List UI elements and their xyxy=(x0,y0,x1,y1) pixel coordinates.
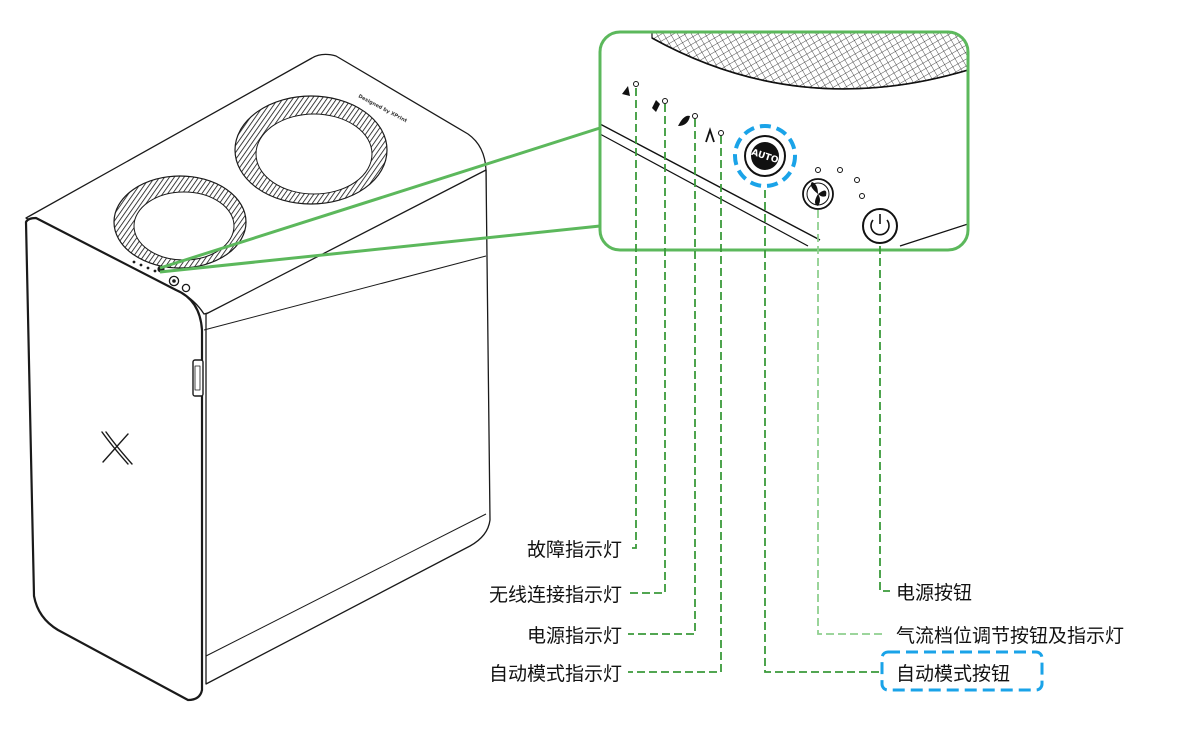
label-auto-indicator: 自动模式指示灯 xyxy=(489,663,622,685)
leader-lines xyxy=(626,88,890,673)
callout-wedge xyxy=(159,126,601,274)
device-right-face xyxy=(205,169,491,685)
warning-icon xyxy=(622,81,639,96)
auto-a-icon xyxy=(705,127,724,143)
label-airflow-button: 气流档位调节按钮及指示灯 xyxy=(896,625,1124,647)
auto-button-label-highlight xyxy=(880,650,1044,692)
fan-level-indicator-dots xyxy=(815,167,865,199)
auto-button: AUTO xyxy=(744,135,786,177)
x-logo-icon xyxy=(101,431,133,465)
wifi-icon xyxy=(652,98,668,112)
power-icon xyxy=(862,208,898,244)
callout-zoom-box: AUTO xyxy=(598,30,970,252)
labels: 故障指示灯 无线连接指示灯 电源指示灯 自动模式指示灯 电源按钮 气流档位调节按… xyxy=(489,539,1124,692)
label-auto-button: 自动模式按钮 xyxy=(896,663,1010,685)
leaf-icon xyxy=(678,113,698,126)
label-wifi-indicator: 无线连接指示灯 xyxy=(489,584,622,606)
side-handle xyxy=(192,359,204,397)
label-power-button: 电源按钮 xyxy=(896,582,972,604)
label-fault-indicator: 故障指示灯 xyxy=(527,539,622,561)
top-indicator-dots xyxy=(132,260,157,273)
fan-icon xyxy=(802,178,834,210)
air-purifier-device: Designed by XPrint xyxy=(24,53,491,702)
label-power-indicator: 电源指示灯 xyxy=(527,625,622,647)
device-power-button xyxy=(181,283,191,293)
auto-button-highlight xyxy=(733,124,797,188)
device-front-panel xyxy=(24,216,204,702)
